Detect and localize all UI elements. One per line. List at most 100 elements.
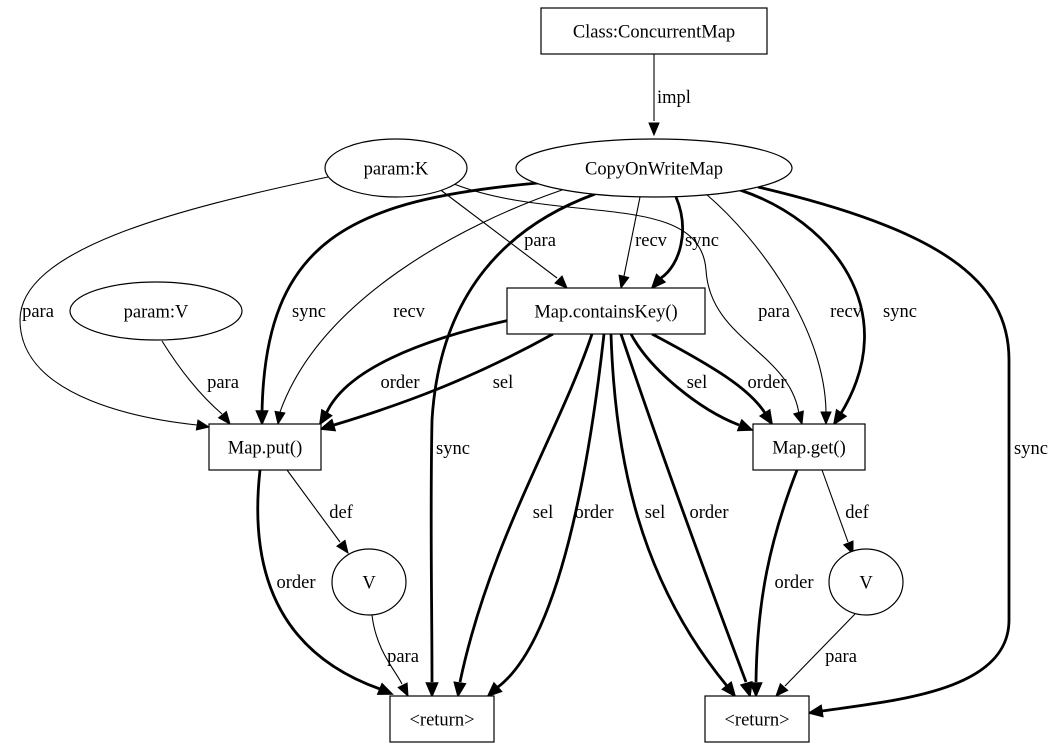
edges-layer: impl para para para sync recv sync recv sync recv… bbox=[19, 54, 1048, 718]
node-ellipse bbox=[331, 548, 407, 616]
edge-label: sel bbox=[493, 373, 514, 393]
node-paramk[interactable]: param:K bbox=[324, 138, 468, 198]
arrowhead bbox=[425, 682, 439, 699]
edge-label: order bbox=[689, 503, 728, 523]
edge-copyonwritemap-to-containskey-recv: recv bbox=[618, 196, 668, 290]
arrowhead bbox=[195, 419, 211, 431]
node-return-right[interactable]: <return> bbox=[704, 695, 810, 743]
node-return-left[interactable]: <return> bbox=[389, 695, 495, 743]
node-label: Class:ConcurrentMap bbox=[573, 23, 735, 43]
edge-label: def bbox=[329, 503, 353, 523]
arrowhead bbox=[376, 682, 394, 695]
edge-line bbox=[739, 188, 866, 416]
edge-line bbox=[19, 176, 329, 426]
edge-containskey-to-return-left-order: order bbox=[486, 333, 614, 698]
arrowhead bbox=[749, 682, 763, 699]
arrowhead bbox=[792, 410, 804, 426]
node-label: <return> bbox=[724, 711, 789, 731]
node-put[interactable]: Map.put() bbox=[208, 423, 322, 471]
edge-v-left-to-return-left-para: para bbox=[371, 614, 419, 698]
edge-paramv-to-put-para: para bbox=[161, 340, 239, 426]
edge-paramk-to-containskey-para: para bbox=[437, 187, 568, 289]
node-label: V bbox=[859, 574, 873, 594]
arrowhead bbox=[335, 539, 349, 555]
node-paramv[interactable]: param:V bbox=[69, 281, 243, 341]
edge-line bbox=[279, 189, 563, 413]
arrowhead bbox=[486, 681, 503, 698]
edge-label: para bbox=[207, 373, 239, 393]
arrowhead bbox=[274, 410, 286, 426]
edge-label: sync bbox=[883, 302, 917, 322]
node-ellipse bbox=[69, 281, 243, 341]
edge-line bbox=[333, 332, 554, 427]
arrowhead bbox=[721, 681, 737, 698]
edge-line bbox=[324, 318, 511, 415]
edge-label: para bbox=[524, 231, 556, 251]
arrowhead bbox=[255, 410, 269, 427]
edge-label: order bbox=[774, 573, 813, 593]
node-containskey[interactable]: Map.containsKey() bbox=[506, 287, 706, 335]
arrowhead bbox=[806, 704, 824, 718]
edge-label: order bbox=[276, 573, 315, 593]
edge-line bbox=[371, 614, 403, 685]
arrowhead bbox=[318, 408, 333, 426]
edge-line bbox=[705, 193, 827, 413]
edge-get-to-return-right-order: order bbox=[749, 469, 814, 699]
node-copyonwritemap[interactable]: CopyOnWriteMap bbox=[515, 138, 793, 198]
node-label: CopyOnWriteMap bbox=[585, 160, 723, 180]
edge-put-to-return-left-order: order bbox=[256, 469, 394, 695]
node-box bbox=[752, 423, 866, 471]
edge-line bbox=[256, 469, 381, 691]
edge-label: para bbox=[387, 647, 419, 667]
edge-label: para bbox=[758, 302, 790, 322]
edge-get-to-v-right-def: def bbox=[821, 469, 870, 556]
edge-line bbox=[429, 192, 596, 683]
edge-v-right-to-return-right-para: para bbox=[775, 613, 857, 697]
edge-copyonwritemap-to-get-sync: sync bbox=[739, 188, 917, 426]
node-label: Map.get() bbox=[772, 439, 845, 459]
edge-label: sel bbox=[533, 503, 554, 523]
node-label: Map.containsKey() bbox=[534, 303, 677, 323]
edge-line bbox=[458, 333, 594, 683]
edge-containskey-to-get-sel: sel bbox=[629, 333, 754, 432]
edge-concurrentmap-to-copyonwritemap-impl: impl bbox=[648, 54, 691, 137]
edge-line bbox=[629, 333, 740, 427]
node-label: V bbox=[362, 574, 376, 594]
arrowhead bbox=[319, 418, 337, 432]
node-get[interactable]: Map.get() bbox=[752, 423, 866, 471]
edge-line bbox=[609, 333, 729, 687]
node-v-left[interactable]: V bbox=[331, 548, 407, 616]
edge-line bbox=[754, 469, 799, 683]
edge-line bbox=[260, 181, 539, 414]
edge-label: recv bbox=[830, 302, 863, 322]
edge-label: sel bbox=[645, 503, 666, 523]
edge-paramk-to-put-para: para bbox=[19, 176, 329, 431]
node-v-right[interactable]: V bbox=[828, 548, 904, 616]
node-ellipse bbox=[515, 138, 793, 198]
arrowhead bbox=[648, 122, 660, 137]
edge-line bbox=[453, 183, 800, 415]
node-concurrentmap[interactable]: Class:ConcurrentMap bbox=[540, 7, 768, 55]
edge-line bbox=[821, 469, 849, 543]
node-label: param:K bbox=[364, 160, 429, 180]
arrowhead bbox=[775, 682, 789, 697]
edge-label: order bbox=[380, 373, 419, 393]
edge-label: sync bbox=[1014, 439, 1048, 459]
edge-line bbox=[757, 185, 1011, 713]
node-box bbox=[506, 287, 706, 335]
edge-label: para bbox=[22, 302, 54, 322]
node-label: Map.put() bbox=[228, 439, 303, 459]
edge-label: recv bbox=[393, 302, 426, 322]
node-box bbox=[704, 695, 810, 743]
arrowhead bbox=[758, 408, 774, 426]
edge-label: def bbox=[845, 503, 869, 523]
edge-line bbox=[437, 187, 558, 279]
edge-containskey-to-return-right-order: order bbox=[619, 333, 753, 698]
edge-containskey-to-get-order: order bbox=[651, 332, 787, 426]
edge-label: sync bbox=[436, 439, 470, 459]
nodes-layer: Class:ConcurrentMap param:K CopyOnWriteMap… bbox=[69, 7, 904, 743]
edge-put-to-v-left-def: def bbox=[286, 469, 354, 555]
node-box bbox=[389, 695, 495, 743]
node-ellipse bbox=[828, 548, 904, 616]
